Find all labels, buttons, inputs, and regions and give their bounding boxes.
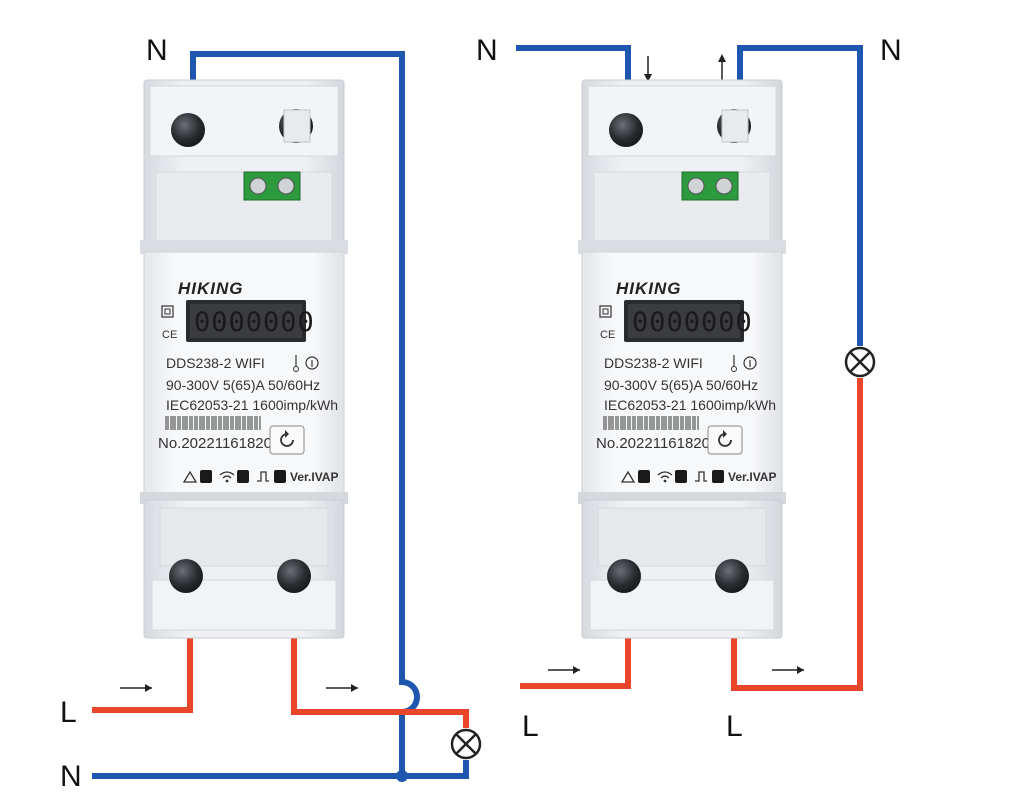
left-lamp-icon (450, 728, 482, 760)
thermometer-icon (731, 355, 737, 372)
top-left-screw (171, 113, 205, 147)
wifi-led (237, 470, 249, 483)
brand-logo: HIKING (616, 279, 682, 298)
terminal-block (243, 171, 301, 201)
top-left-screw (609, 113, 643, 147)
spec-line-1: 90-300V 5(65)A 50/60Hz (166, 377, 320, 393)
right-live-in-wire (520, 636, 631, 689)
energy-meter-right: HIKING CE 0000000 DDS238-2 WIFI 90-300V … (577, 79, 787, 639)
right-neutral-out-wire (737, 45, 863, 346)
right-diagram: N N L L (476, 34, 902, 743)
info-circle-icon (305, 356, 319, 370)
left-current-arrow-out (326, 684, 358, 692)
pulse-icon (257, 471, 269, 482)
right-current-arrow-out (772, 666, 804, 674)
left-live-in-wire (92, 636, 193, 713)
barcode (603, 416, 699, 430)
reset-button[interactable] (269, 425, 305, 455)
alarm-led (200, 470, 212, 483)
left-bottom-n-label: N (60, 760, 82, 793)
pulse-led (274, 470, 286, 483)
info-circle-icon (743, 356, 757, 370)
right-arrow-up (718, 54, 726, 82)
reset-button[interactable] (707, 425, 743, 455)
alarm-led (638, 470, 650, 483)
status-row: Ver.IVAP (182, 470, 338, 484)
left-live-out-wire (291, 636, 469, 728)
right-bottom-l-left-label: L (522, 710, 539, 743)
version-text: Ver.IVAP (728, 470, 776, 484)
ce-mark: CE (162, 329, 177, 341)
right-top-n-left-label: N (476, 34, 498, 67)
status-row: Ver.IVAP (620, 470, 776, 484)
pulse-icon (695, 471, 707, 482)
right-lamp-icon (844, 346, 876, 378)
serial-number: No.202211618207 (158, 435, 280, 452)
terminal-block (681, 171, 739, 201)
bottom-right-screw (277, 559, 311, 593)
ce-mark: CE (600, 329, 615, 341)
bottom-left-screw (607, 559, 641, 593)
right-top-n-right-label: N (880, 34, 902, 67)
wifi-led (675, 470, 687, 483)
pulse-led (712, 470, 724, 483)
thermometer-icon (293, 355, 299, 372)
wifi-icon (219, 471, 235, 483)
right-neutral-in-wire (516, 45, 631, 88)
spec-line-2: IEC62053-21 1600imp/kWh (166, 397, 338, 413)
version-text: Ver.IVAP (290, 470, 338, 484)
bottom-right-screw (715, 559, 749, 593)
brand-logo: HIKING (178, 279, 244, 298)
double-insulation-icon (161, 305, 174, 318)
spec-line-2: IEC62053-21 1600imp/kWh (604, 397, 776, 413)
left-bottom-l-label: L (60, 696, 77, 729)
right-live-out-wire (731, 378, 863, 691)
spec-line-1: 90-300V 5(65)A 50/60Hz (604, 377, 758, 393)
barcode (165, 416, 261, 430)
right-current-arrow-in (548, 666, 580, 674)
lcd-reading: 0000000 (632, 307, 753, 338)
serial-number: No.202211618207 (596, 435, 718, 452)
right-bottom-l-right-label: L (726, 710, 743, 743)
left-diagram: N L N (60, 34, 482, 793)
lcd-reading: 0000000 (194, 307, 315, 338)
model-text: DDS238-2 WIFI (604, 355, 703, 371)
double-insulation-icon (599, 305, 612, 318)
bottom-left-screw (169, 559, 203, 593)
refresh-icon (280, 433, 294, 447)
left-neutral-junction (396, 770, 408, 782)
left-current-arrow-in (120, 684, 152, 692)
right-arrow-down (644, 56, 652, 82)
wifi-icon (657, 471, 673, 483)
refresh-icon (718, 433, 732, 447)
warning-icon (182, 470, 198, 483)
warning-icon (620, 470, 636, 483)
energy-meter-left: HIKING CE 0000000 DDS238-2 WIFI 90-300V … (139, 79, 349, 639)
left-neutral-return (402, 760, 469, 779)
left-top-n-label: N (146, 34, 168, 67)
model-text: DDS238-2 WIFI (166, 355, 265, 371)
